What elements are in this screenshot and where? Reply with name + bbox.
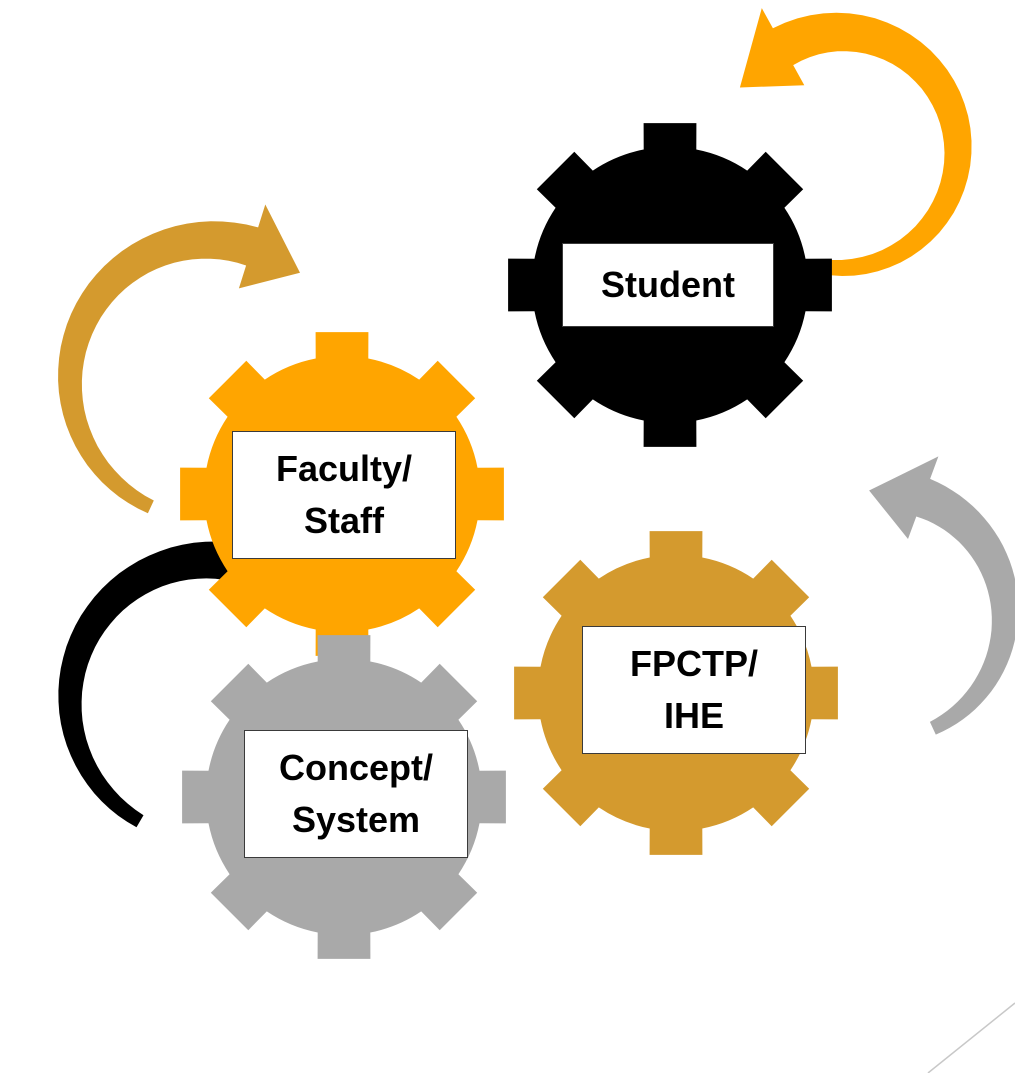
fpctp-label-box: FPCTP/ IHE bbox=[582, 626, 806, 754]
fpctp-label-line-2: IHE bbox=[663, 695, 724, 736]
student-cycle-arrow bbox=[739, 8, 972, 276]
concept-label-line-1: Concept/ bbox=[278, 747, 433, 788]
faculty-label-line-2: Staff bbox=[304, 500, 384, 541]
corner-decoration-line bbox=[927, 1002, 1015, 1073]
faculty-label-line-1: Faculty/ bbox=[275, 448, 413, 489]
student-label-box: Student bbox=[562, 243, 774, 327]
concept-cycle-arrow bbox=[58, 526, 304, 828]
faculty-cycle-arrow bbox=[58, 204, 300, 514]
concept-label-box: Concept/ System bbox=[244, 730, 468, 858]
fpctp-label-line-1: FPCTP/ bbox=[629, 643, 758, 684]
faculty-label-box: Faculty/ Staff bbox=[232, 431, 456, 559]
student-label-line-1: Student bbox=[601, 264, 735, 305]
concept-label-line-2: System bbox=[291, 799, 421, 840]
fpctp-cycle-arrow bbox=[869, 456, 1015, 735]
